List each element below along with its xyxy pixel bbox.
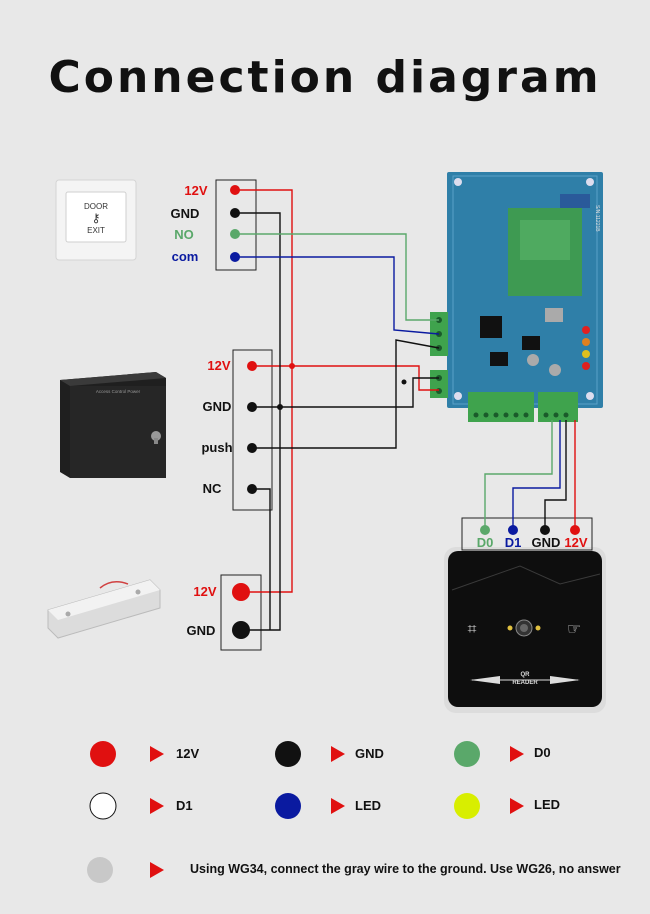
controller-board: S/N:11221B (430, 172, 603, 422)
legend-label-d1: D1 (176, 798, 193, 813)
lock-label-12v: 12V (193, 584, 216, 599)
power-label-nc: NC (203, 481, 222, 496)
arrow-icon (331, 798, 345, 814)
reader-terminal-box (461, 517, 593, 551)
legend-label-led-yellow: LED (534, 797, 560, 812)
power-terminal-nc (247, 484, 257, 494)
lock-terminal-gnd (232, 621, 250, 639)
legend-swatch-gnd (275, 741, 301, 767)
exit-label-gnd: GND (171, 206, 200, 221)
reader-terminal-gnd (540, 525, 550, 535)
arrow-icon (150, 798, 164, 814)
reader-terminal-d0 (480, 525, 490, 535)
reader-label-d0: D0 (477, 535, 494, 550)
exit-label-com: com (172, 249, 199, 264)
legend-label-gnd: GND (355, 746, 384, 761)
legend-swatch-d1 (89, 792, 117, 820)
lock-label-gnd: GND (187, 623, 216, 638)
exit-terminal-gnd (230, 208, 240, 218)
power-terminal-gnd (247, 402, 257, 412)
key-icon: ⚷ (92, 211, 101, 225)
arrow-icon (150, 746, 164, 762)
power-label-push: push (201, 440, 232, 455)
reader-terminal-12v (570, 525, 580, 535)
legend-swatch-d0 (454, 741, 480, 767)
exit-button-device: DOOR ⚷ EXIT (55, 179, 137, 261)
legend (87, 741, 524, 883)
card-tap-icon: ☞ (567, 619, 581, 638)
legend-label-gray: Using WG34, connect the gray wire to the… (190, 862, 621, 876)
arrow-icon (150, 862, 164, 878)
exit-terminal-12v (230, 185, 240, 195)
exit-terminal-box (215, 179, 257, 271)
power-terminals (247, 361, 257, 494)
exit-terminal-no (230, 229, 240, 239)
power-label-gnd: GND (203, 399, 232, 414)
exit-label-no: NO (174, 227, 194, 242)
power-supply-device: Access Control Power (60, 372, 166, 478)
reader-terminals (480, 525, 580, 535)
reader-label-line1: QR (521, 672, 531, 678)
power-supply-label: Access Control Power (96, 389, 141, 394)
arrow-icon (510, 746, 524, 762)
qr-code-icon: ⌗ (467, 619, 476, 638)
lock-terminal-box (220, 574, 262, 651)
exit-button-top-text: DOOR (84, 202, 108, 211)
power-terminal-box (232, 349, 273, 511)
magnetic-lock-device (47, 579, 161, 639)
legend-swatch-led-blue (275, 793, 301, 819)
exit-label-12v: 12V (184, 183, 207, 198)
exit-terminals (230, 185, 240, 262)
lock-icon (151, 431, 161, 441)
qr-reader-device: ⌗ ☞ QR READER (444, 547, 606, 713)
arrow-icon (510, 798, 524, 814)
power-label-12v: 12V (207, 358, 230, 373)
exit-button-bottom-text: EXIT (87, 226, 105, 235)
controller-serial: S/N:11221B (594, 205, 600, 232)
exit-terminal-com (230, 252, 240, 262)
reader-label-line2: READER (512, 680, 538, 686)
legend-label-led-blue: LED (355, 798, 381, 813)
power-terminal-12v (247, 361, 257, 371)
lock-terminal-12v (232, 583, 250, 601)
reader-terminal-d1 (508, 525, 518, 535)
legend-swatch-12v (90, 741, 116, 767)
legend-swatch-gray (87, 857, 113, 883)
page-title: Connection diagram (48, 52, 602, 103)
reader-label-12v: 12V (564, 535, 587, 550)
legend-label-12v: 12V (176, 746, 200, 761)
legend-swatch-led-yellow (454, 793, 480, 819)
lock-terminals (232, 583, 250, 639)
reader-label-d1: D1 (505, 535, 522, 550)
arrow-icon (331, 746, 345, 762)
reader-label-gnd: GND (532, 535, 561, 550)
legend-label-d0: D0 (534, 745, 551, 760)
power-terminal-push (247, 443, 257, 453)
wires (235, 189, 576, 631)
